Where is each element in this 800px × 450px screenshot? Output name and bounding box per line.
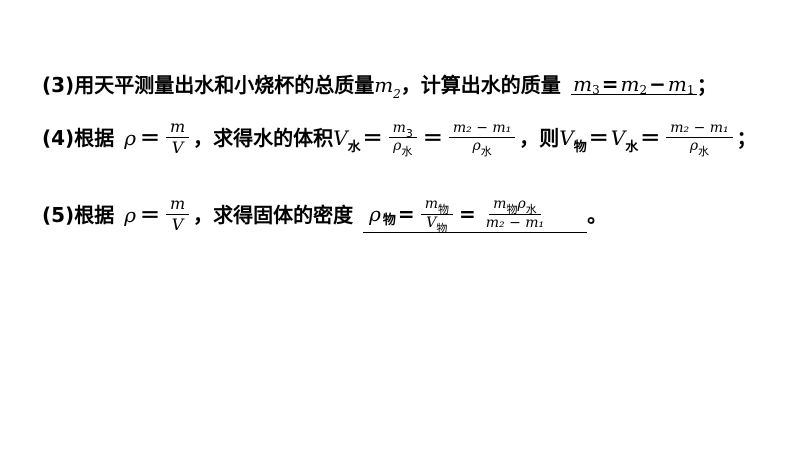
item-5-frac-result: m物ρ水 m₂ − m₁ <box>485 196 545 231</box>
item-4-text3: ，则 <box>519 125 560 150</box>
item-4-label: (4) <box>42 125 75 150</box>
item-5-eq: ＝ <box>139 202 160 227</box>
item-5-rho: ρ <box>124 202 136 227</box>
item-4: (4) 根据 ρ ＝ m V ，求得水的体积 V水 ＝ m3 ρ水 ＝ m₂ −… <box>42 117 757 158</box>
item-4-text: 根据 <box>74 125 115 150</box>
item-5-text2: ，求得固体的密度 <box>193 202 354 227</box>
item-5-label: (5) <box>42 202 75 227</box>
item-5-text: 根据 <box>74 202 115 227</box>
item-4-frac-result: m₂ − m₁ ρ水 <box>666 120 733 158</box>
item-4-volume-var: V水 <box>333 125 361 155</box>
item-4-eq: ＝ <box>139 125 160 150</box>
item-3-text2: ，计算出水的质量 <box>400 72 561 97</box>
item-4-volume-water: V水 <box>610 125 639 155</box>
item-3-label: (3) <box>42 72 75 97</box>
item-4-text2: ，求得水的体积 <box>193 125 334 150</box>
item-4-frac-diff-rho: m₂ − m₁ ρ水 <box>448 120 516 158</box>
item-4-rho: ρ <box>124 125 136 150</box>
item-5-end: 。 <box>587 202 608 227</box>
item-4-frac-m3-rho: m3 ρ水 <box>388 120 417 158</box>
item-4-end: ； <box>736 125 757 150</box>
item-5-frac-m-v: m物 V物 <box>420 196 453 235</box>
item-4-volume-obj: V物 <box>559 125 587 155</box>
item-5-density-formula: m V <box>165 194 190 235</box>
item-3-mass-var: m2 <box>374 72 401 101</box>
item-3-end: ； <box>696 72 717 97</box>
item-3-text: 用天平测量出水和小烧杯的总质量 <box>74 72 375 97</box>
item-4-density-formula: m V <box>165 117 190 158</box>
